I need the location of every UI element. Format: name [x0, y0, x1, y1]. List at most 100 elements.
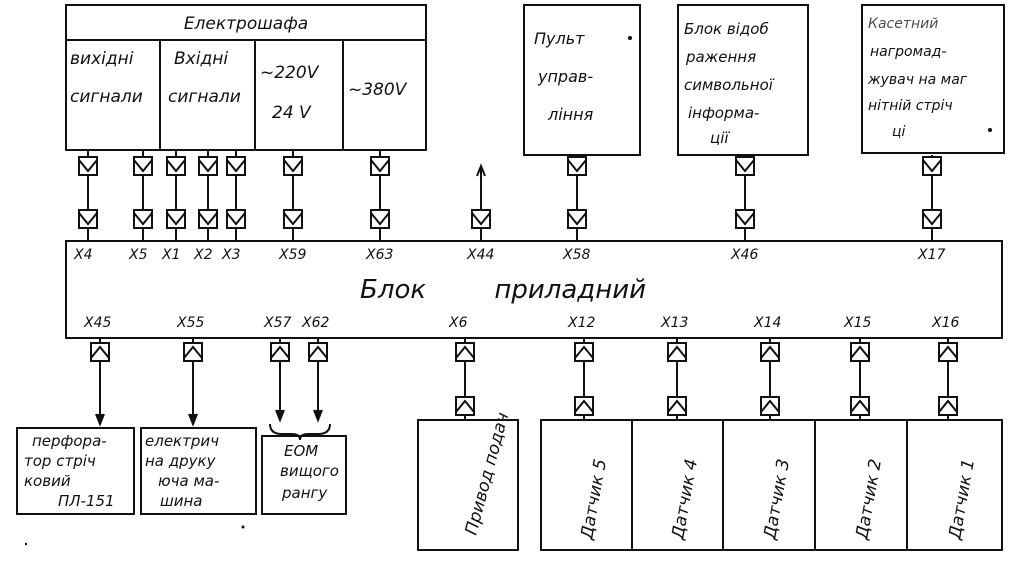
arrow-down-icon	[188, 413, 198, 427]
cabinet-cell-output-signals: вихідні сигнали	[70, 49, 143, 107]
svg-text:інформа-: інформа-	[688, 104, 759, 122]
socket-x58	[567, 209, 587, 229]
printer-box: електрич на друку юча ма- шина	[140, 427, 257, 515]
socket-x3	[226, 209, 246, 229]
plug-upper-x2	[198, 156, 218, 176]
sensor-label-1: Датчик 1	[945, 457, 979, 541]
connector-label-x12: X12	[567, 315, 595, 331]
connector-label-x4: X4	[73, 247, 93, 263]
svg-text:Касетний: Касетний	[868, 16, 938, 32]
sensors-group: Датчик 5 Датчик 4 Датчик 3 Датчик 2 Датчик 1	[540, 419, 1003, 551]
svg-text:вищого: вищого	[280, 462, 339, 480]
connector-label-x55: X55	[176, 315, 204, 331]
svg-text:Блок відоб: Блок відоб	[684, 20, 769, 38]
cabinet-cell-power-220-24: ~220V 24 V	[260, 63, 320, 123]
socket-x63	[370, 209, 390, 229]
plug-lower-x6	[455, 396, 475, 416]
main-block: Блок приладний	[65, 240, 1003, 339]
svg-text:ління: ління	[547, 105, 594, 124]
svg-text:Привод подач: Привод подач	[462, 410, 514, 537]
sensor-label-3: Датчик 3	[760, 457, 794, 541]
svg-text:Вхідні: Вхідні	[174, 49, 228, 69]
connector-label-x58: X58	[562, 247, 590, 263]
cabinet: Електрошафа вихідні сигнали Вхідні сигна…	[65, 4, 427, 151]
plug-lower-x15	[850, 396, 870, 416]
svg-text:нітній стріч: нітній стріч	[868, 98, 953, 114]
plug-upper-x58	[567, 156, 587, 176]
plug-upper-x17	[922, 156, 942, 176]
svg-text:перфора-: перфора-	[32, 432, 107, 450]
connector-label-x46: X46	[730, 247, 758, 263]
svg-text:управ-: управ-	[537, 67, 593, 86]
svg-text:символьної: символьної	[684, 76, 775, 94]
connector-label-x59: X59	[278, 247, 306, 263]
svg-text:нагромад-: нагромад-	[870, 44, 946, 60]
connector-label-x1: X1	[161, 247, 181, 263]
connector-label-x16: X16	[931, 315, 959, 331]
socket-x46	[735, 209, 755, 229]
arrow-down-icon	[95, 413, 105, 427]
connector-label-x17: X17	[917, 247, 945, 263]
svg-text:шина: шина	[160, 492, 202, 510]
connector-label-x63: X63	[365, 247, 393, 263]
svg-text:24 V: 24 V	[272, 103, 312, 123]
console-box: Пульт управ- ління	[523, 4, 641, 156]
socket-x45	[90, 342, 110, 362]
svg-text:ковий: ковий	[24, 472, 71, 490]
svg-text:сигнали: сигнали	[70, 87, 143, 107]
main-block-label: Блок приладний	[360, 275, 646, 305]
socket-x14	[760, 342, 780, 362]
plug-lower-x13	[667, 396, 687, 416]
cabinet-cell-input-signals: Вхідні сигнали	[168, 49, 241, 107]
socket-x59	[283, 209, 303, 229]
plug-lower-x14	[760, 396, 780, 416]
svg-text:ції: ції	[710, 129, 730, 147]
svg-text:електрич: електрич	[145, 432, 219, 450]
connector-label-x57: X57	[263, 315, 291, 331]
arrow-down-icon	[313, 409, 323, 423]
connector-label-x3: X3	[221, 247, 241, 263]
svg-text:ПЛ-151: ПЛ-151	[58, 492, 115, 510]
connector-label-x14: X14	[753, 315, 781, 331]
feed-drive-box: Привод подач	[417, 410, 519, 551]
socket-x62	[308, 342, 328, 362]
socket-x2	[198, 209, 218, 229]
sensor-label-2: Датчик 2	[852, 457, 886, 541]
arrow-down-icon	[275, 409, 285, 423]
plug-upper-x63	[370, 156, 390, 176]
top-connectors	[78, 150, 942, 241]
arrow-up-icon	[476, 163, 486, 177]
connector-label-x13: X13	[660, 315, 688, 331]
connector-label-x6: X6	[448, 315, 468, 331]
plug-upper-x46	[735, 156, 755, 176]
socket-x12	[574, 342, 594, 362]
connector-label-x15: X15	[843, 315, 871, 331]
svg-text:тор стріч: тор стріч	[24, 452, 96, 470]
svg-text:раження: раження	[685, 48, 756, 66]
socket-x6	[455, 342, 475, 362]
socket-x4	[78, 209, 98, 229]
plug-lower-x12	[574, 396, 594, 416]
svg-text:~220V: ~220V	[260, 63, 320, 83]
connector-label-x2: X2	[193, 247, 213, 263]
connector-label-x62: X62	[301, 315, 329, 331]
svg-text:рангу: рангу	[281, 484, 328, 502]
plug-upper-x4	[78, 156, 98, 176]
cabinet-title: Електрошафа	[184, 14, 308, 34]
socket-x5	[133, 209, 153, 229]
sensor-label-4: Датчик 4	[668, 457, 702, 541]
plug-upper-x1	[166, 156, 186, 176]
tape-storage-box: Касетний нагромад- жувач на маг нітній с…	[861, 4, 1005, 154]
bottom-connectors	[90, 338, 958, 427]
perforator-box: перфора- тор стріч ковий ПЛ-151	[16, 427, 135, 515]
socket-x1	[166, 209, 186, 229]
socket-x57	[270, 342, 290, 362]
svg-text:ЕОМ: ЕОМ	[284, 442, 318, 460]
connector-label-x44: X44	[466, 247, 494, 263]
svg-text:вихідні: вихідні	[70, 49, 134, 69]
sensor-label-5: Датчик 5	[577, 457, 611, 541]
plug-lower-x16	[938, 396, 958, 416]
